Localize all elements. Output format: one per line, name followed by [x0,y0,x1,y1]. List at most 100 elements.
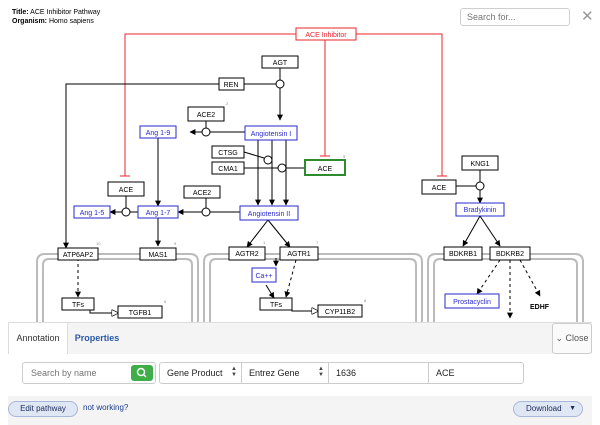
panel-footer: Edit pathway not working? Download ▼ [8,396,592,425]
id-symbol: ACE [436,368,455,378]
calcium-node[interactable]: Ca++ [251,267,277,283]
svg-text:AGTR1: AGTR1 [287,251,310,258]
svg-text:Ca++: Ca++ [255,273,272,280]
pathway-meta: Title: ACE Inhibitor Pathway Organism: H… [12,8,100,26]
id-type-value: Gene Product [167,368,223,378]
atp6ap2-node[interactable]: ATP6AP2 10 [57,241,101,261]
id-source-select[interactable]: Entrez Gene ▲▼ [242,363,329,383]
identifier-row: Gene Product ▲▼ Entrez Gene ▲▼ 1636 ACE [8,354,592,396]
organism-name: Homo sapiens [48,18,94,25]
pathway-search-input[interactable] [460,8,570,26]
tfs-left-node[interactable]: TFs [61,297,95,311]
panel-close-button[interactable]: ⌄ Close [552,323,592,354]
search-button[interactable] [131,365,153,381]
svg-text:TFs: TFs [270,302,283,309]
svg-text:5: 5 [343,154,346,159]
updown-icon: ▲▼ [318,366,324,378]
svg-text:MAS1: MAS1 [148,252,167,259]
inhibitor-edges [120,33,447,177]
svg-text:9: 9 [174,241,177,246]
ace-right-node[interactable]: ACE [421,179,457,195]
svg-text:CMA1: CMA1 [218,166,238,173]
bdkrb2-node[interactable]: BDKRB2 [489,246,531,261]
svg-text:ACE: ACE [119,187,134,194]
svg-text:ACE Inhibitor: ACE Inhibitor [305,32,347,39]
agt-node[interactable]: AGT [261,55,299,69]
svg-text:Ang 1-5: Ang 1-5 [80,210,105,217]
name-search-input[interactable] [23,363,127,383]
svg-text:AGTR2: AGTR2 [235,251,258,258]
title-line: Title: ACE Inhibitor Pathway [12,9,101,16]
cma1-node[interactable]: CMA1 [211,161,245,175]
ace2-top-node[interactable]: ACE2 2 [187,101,229,122]
download-button[interactable]: Download ▼ [513,401,583,417]
svg-text:6: 6 [164,299,167,304]
tab-properties[interactable]: Properties [74,333,120,343]
id-type-select[interactable]: Gene Product ▲▼ [160,363,242,383]
svg-text:Ang 1-9: Ang 1-9 [146,130,171,137]
svg-text:8: 8 [364,298,367,303]
ctsg-node[interactable]: CTSG [211,145,245,159]
id-value-field[interactable]: 1636 [329,363,429,383]
updown-icon: ▲▼ [231,366,237,378]
svg-text:ACE: ACE [318,166,333,173]
svg-text:Prostacyclin: Prostacyclin [453,299,491,306]
ren-node[interactable]: REN [218,77,245,91]
svg-text:EDHF: EDHF [530,304,550,311]
id-source-value: Entrez Gene [249,368,300,378]
annotation-panel: Annotation Properties ⌄ Close Gene Produ… [8,322,592,425]
svg-text:CYP11B2: CYP11B2 [325,309,355,316]
interaction-edges [63,68,501,299]
agtr1-node[interactable]: AGTR1 7 [279,240,319,261]
close-icon[interactable]: ✕ [581,8,594,25]
caret-down-icon: ▼ [569,405,576,412]
svg-text:ATP6AP2: ATP6AP2 [63,252,93,259]
search-icon [136,367,147,378]
svg-text:TFs: TFs [72,302,85,309]
cyp11b2-node[interactable]: CYP11B2 8 [317,298,367,318]
id-symbol-field[interactable]: ACE [429,363,523,383]
ace-inhibitor-node[interactable]: ACE Inhibitor [295,27,357,41]
svg-text:7: 7 [316,240,319,245]
svg-text:Bradykinin: Bradykinin [464,207,497,214]
svg-text:Angiotensin I: Angiotensin I [251,131,292,138]
organism-line: Organism: Homo sapiens [12,18,94,25]
svg-text:CTSG: CTSG [218,150,237,157]
pathway-title: ACE Inhibitor Pathway [30,9,101,16]
angiotensin2-node[interactable]: Angiotensin II [239,205,299,221]
svg-text:BDKRB2: BDKRB2 [496,251,524,258]
tgfb1-node[interactable]: TGFB1 6 [117,299,167,319]
prostacyclin-node[interactable]: Prostacyclin [444,293,500,309]
bradykinin-node[interactable]: Bradykinin [455,202,505,217]
chevron-down-icon: ⌄ [555,333,563,343]
ang17-node[interactable]: Ang 1-7 [137,205,179,219]
svg-text:1: 1 [263,240,266,245]
name-search-box [22,362,156,384]
bdkrb1-node[interactable]: BDKRB1 [443,246,483,261]
svg-text:ACE2: ACE2 [193,190,211,197]
ang15-node[interactable]: Ang 1-5 [73,205,111,219]
identifier-bar: Gene Product ▲▼ Entrez Gene ▲▼ 1636 ACE [159,362,524,384]
svg-text:TGFB1: TGFB1 [129,310,152,317]
svg-text:ACE: ACE [432,185,447,192]
tab-annotation[interactable]: Annotation [8,323,68,354]
edhf-node[interactable]: EDHF [530,304,550,311]
dashed-edges [75,258,541,319]
svg-text:KNG1: KNG1 [470,161,489,168]
ace2-mid-node[interactable]: ACE2 [183,185,221,199]
svg-text:BDKRB1: BDKRB1 [449,251,477,258]
ace-left-node[interactable]: ACE [107,181,145,197]
kng1-node[interactable]: KNG1 [461,155,499,171]
edit-pathway-button[interactable]: Edit pathway [8,401,78,417]
ace-center-node[interactable]: ACE 5 [304,154,346,176]
svg-text:10: 10 [96,241,101,246]
download-label: Download [526,404,562,413]
mas1-node[interactable]: MAS1 9 [139,241,177,261]
ang19-node[interactable]: Ang 1-9 [139,125,177,139]
angiotensin1-node[interactable]: Angiotensin I [244,125,298,141]
tfs-mid-node[interactable]: TFs [259,297,293,311]
agtr2-node[interactable]: AGTR2 1 [228,240,266,261]
svg-text:AGT: AGT [273,60,288,67]
svg-text:ACE2: ACE2 [197,112,215,119]
not-working-link[interactable]: not working? [83,403,129,412]
